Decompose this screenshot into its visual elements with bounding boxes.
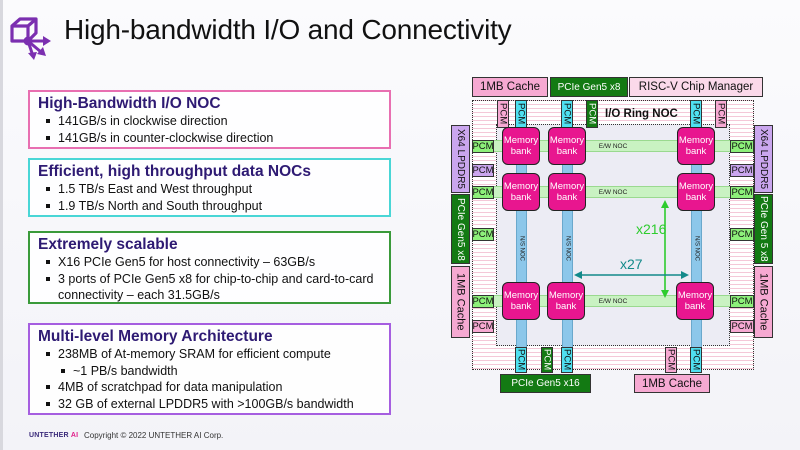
section-data-nocs: Efficient, high throughput data NOCs 1.5… [28,158,391,217]
ns-noc-label: N/S NOC [564,236,571,262]
pcm-block: PCM [472,186,494,199]
pcm-block: PCM [472,295,494,308]
bottom-cache-block: 1MB Cache [634,374,710,393]
sub-bullet-item: ~1 PB/s bandwidth [38,363,389,380]
pcm-block: PCM [730,295,754,308]
architecture-diagram: I/O Ring NOC 1MB Cache PCIe Gen5 x8 RISC… [440,72,800,412]
ns-noc-rail: N/S NOC [691,128,702,370]
pcm-block: PCM [515,100,527,128]
pcm-block: PCM [497,100,509,128]
left-pcie-block: PCIe Gen5 x8 [451,194,470,264]
pcm-block: PCM [472,164,494,177]
ew-noc-label: E/W NOC [598,188,628,196]
ns-noc-rail: N/S NOC [516,128,527,370]
footer-copyright: Copyright © 2022 UNTETHER AI Corp. [84,431,224,440]
pcm-block: PCM [690,347,702,373]
page-title: High-bandwidth I/O and Connectivity [64,14,512,45]
right-lpddr5-block: X64 LPDDR5 [754,125,773,193]
horizontal-count-label: x27 [620,256,643,272]
io-ring-noc-label: I/O Ring NOC [605,108,678,120]
section-heading: Efficient, high throughput data NOCs [38,163,311,180]
pcm-block: PCM [586,100,598,128]
section-memory-architecture: Multi-level Memory Architecture 238MB of… [28,323,391,415]
pcm-block: PCM [541,347,553,373]
pcm-block: PCM [515,347,527,373]
top-cache-block: 1MB Cache [472,77,548,97]
slide-left-edge [0,0,3,450]
pcm-block: PCM [730,186,754,199]
bullet-item: 4MB of scratchpad for data manipulation [38,379,389,396]
pcm-block: PCM [730,228,754,241]
pcm-block: PCM [690,100,702,128]
ns-noc-label: N/S NOC [693,236,700,262]
right-cache-block: 1MB Cache [754,266,773,338]
pcm-block: PCM [715,100,727,128]
dimension-arrows [574,200,689,298]
footer-brand-logo: UNTETHER AI [29,432,79,439]
bullet-item: 1.9 TB/s North and South throughput [38,198,389,215]
vertical-count-label: x216 [636,221,667,237]
section-heading: Multi-level Memory Architecture [38,328,273,345]
pcm-block: PCM [561,100,573,128]
ns-noc-rail: N/S NOC [562,128,573,370]
pcm-block: PCM [730,320,754,333]
section-io-noc: High-Bandwidth I/O NOC 141GB/s in clockw… [28,90,391,149]
pcm-block: PCM [472,228,494,241]
bullet-item-continuation: connectivity – each 31.5GB/s [58,288,220,302]
horizontal-dimension-arrow [574,271,689,279]
bullet-item: 238MB of At-memory SRAM for efficient co… [38,346,389,363]
ew-noc-label: E/W NOC [598,142,628,150]
pcm-block: PCM [665,347,677,373]
left-cache-block: 1MB Cache [451,266,470,338]
section-scalable: Extremely scalable X16 PCIe Gen5 for hos… [28,231,391,304]
cube-network-arrows-icon [10,17,51,60]
riscv-chip-manager-block: RISC-V Chip Manager [629,77,763,97]
pcm-block: PCM [472,320,494,333]
ns-noc-label: N/S NOC [518,236,525,262]
bullet-item: 141GB/s in counter-clockwise direction [38,130,389,147]
pcm-block: PCM [730,164,754,177]
section-heading: Extremely scalable [38,236,178,253]
pcm-block: PCM [561,347,573,373]
bullet-item: 141GB/s in clockwise direction [38,113,389,130]
ew-noc-label: E/W NOC [598,297,628,305]
vertical-dimension-arrow [661,200,669,298]
section-heading: High-Bandwidth I/O NOC [38,95,221,112]
bottom-pcie-x16-block: PCIe Gen5 x16 [500,374,591,393]
bullet-item: 3 ports of PCIe Gen5 x8 for chip-to-chip… [38,271,389,288]
bullet-item: X16 PCIe Gen5 for host connectivity – 63… [38,254,389,271]
bullet-item: 32 GB of external LPDDR5 with >100GB/s b… [38,396,389,413]
right-pcie-block: PCIe Gen 5 x8 [754,194,773,264]
pcm-block: PCM [472,140,494,153]
bullet-item: 1.5 TB/s East and West throughput [38,181,389,198]
pcm-block: PCM [730,140,754,153]
top-pcie-block: PCIe Gen5 x8 [550,77,628,97]
